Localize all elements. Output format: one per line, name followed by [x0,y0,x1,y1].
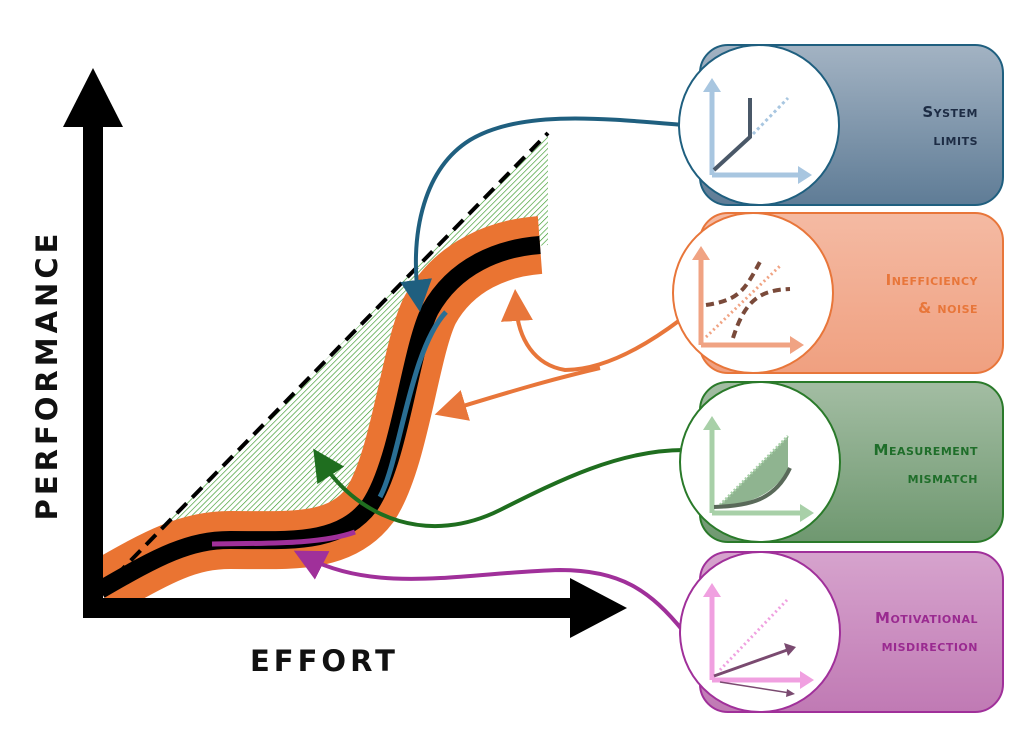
measurement-mismatch-label: Measurement mismatch [874,436,978,492]
inefficiency-line2: & noise [918,299,978,317]
motivational-line1: Motivational [875,609,978,627]
purple-segment [211,529,356,547]
measurement-line1: Measurement [873,441,978,459]
motivational-line2: misdirection [881,637,978,655]
panel-inefficiency-noise [672,212,1004,374]
system-limits-line2: limits [933,131,978,149]
arrow-motivational [293,550,686,634]
arrow-measurement [313,448,685,528]
measurement-line2: mismatch [907,469,978,487]
system-limits-label: System limits [922,98,978,154]
ideal-line [98,131,550,594]
measurement-mismatch-icon [703,416,814,522]
inefficiency-noise-icon [692,246,804,354]
panel-system-limits [678,44,1004,206]
inefficiency-line1: Inefficiency [885,271,978,289]
x-axis-label: EFFORT [250,644,399,678]
system-limits-icon [703,78,812,184]
arrow-system-limits [400,116,685,312]
motivational-misdirection-icon [703,583,814,697]
x-axis-arrowhead [570,578,627,638]
panel-motivational-misdirection [679,551,1004,713]
y-axis [83,115,103,618]
x-axis [83,598,578,618]
panel-measurement-mismatch [679,381,1004,543]
motivational-misdirection-label: Motivational misdirection [875,604,978,660]
arrow-inefficiency-1 [500,289,682,373]
arrow-inefficiency-2 [434,366,601,421]
y-axis-label: PERFORMANCE [30,229,64,521]
system-limits-line1: System [922,103,978,121]
performance-curve [95,236,541,598]
inefficiency-noise-label: Inefficiency & noise [886,266,978,322]
blue-segment [377,310,448,499]
y-axis-arrowhead [63,68,123,127]
